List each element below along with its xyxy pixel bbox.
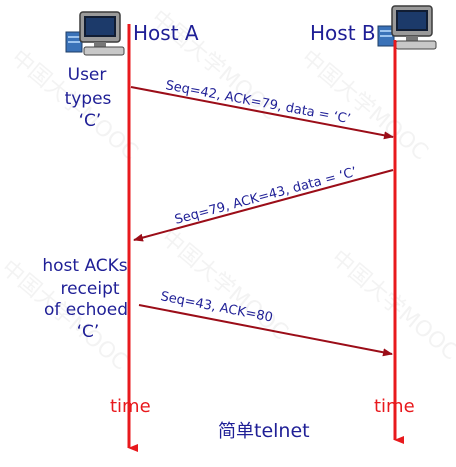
message-arrow-3 [138, 304, 393, 357]
note-line: host ACKs [42, 256, 127, 276]
host-a-label: Host A [133, 21, 199, 45]
computer-icon [65, 11, 125, 56]
note-line: of echoed [44, 300, 128, 320]
host-acks-note: host ACKs receipt of echoed ‘C’ [42, 256, 128, 342]
time-label-a: time [110, 396, 151, 417]
watermark-text: 中国大学MOOC [156, 225, 292, 345]
computer-icon [377, 5, 437, 50]
note-line: ‘C’ [79, 111, 102, 131]
host-b-label: Host B [310, 21, 376, 45]
note-line: receipt [60, 279, 119, 299]
caption-cn: 简单 [218, 421, 254, 442]
user-types-note: User types ‘C’ [65, 65, 112, 131]
note-line: ‘C’ [77, 322, 100, 342]
time-label-b: time [374, 396, 415, 417]
note-line: types [65, 89, 112, 109]
message-arrow-1 [130, 86, 394, 140]
note-line: User [68, 65, 107, 85]
message-arrow-2 [133, 169, 394, 242]
message-label-2: Seq=79, ACK=43, data = ‘C’ [173, 165, 358, 228]
caption-en: telnet [254, 420, 310, 442]
diagram-caption: 简单telnet [218, 420, 310, 442]
watermark-text: 中国大学MOOC [326, 245, 456, 365]
